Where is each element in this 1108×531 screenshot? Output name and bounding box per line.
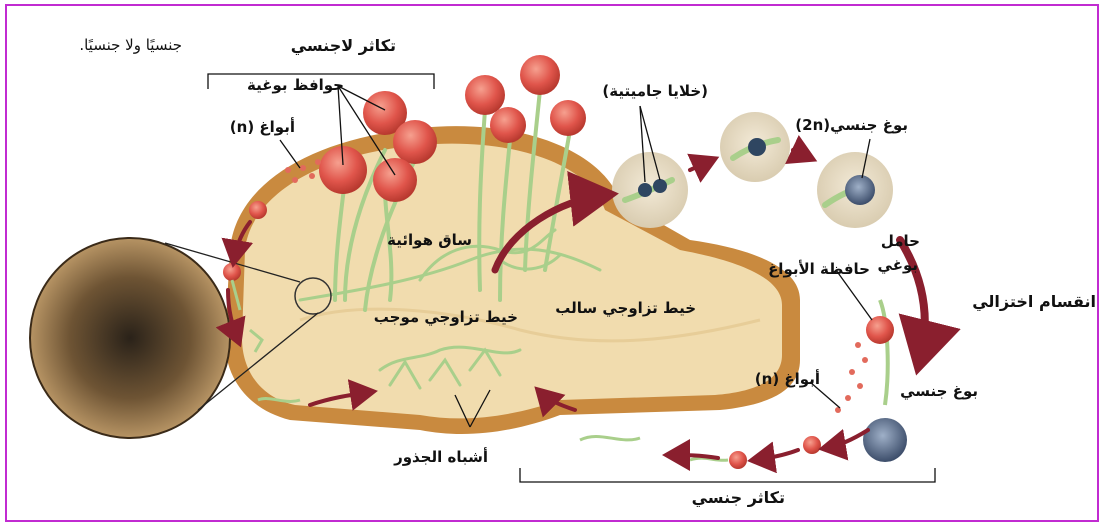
gametangia-label: (خلايا جاميتية): [602, 84, 708, 99]
rhizoids-label: أشباه الجذور: [394, 450, 488, 465]
stolon-label: ساق هوائية: [387, 233, 472, 248]
released-spores-right: [835, 342, 868, 413]
zygospore-2n-label: بوغ جنسي(2n): [795, 118, 908, 133]
top-note-text: جنسيًا ولا جنسيًا.: [79, 38, 182, 53]
germinating-zygospore: [863, 300, 907, 462]
zygospore-label: بوغ جنسي: [900, 384, 978, 399]
bread-slice: [225, 126, 800, 434]
spores-n-left-label: أبواغ (n): [230, 120, 295, 135]
sexual-bracket: [520, 468, 935, 482]
sporangium-label: حافظة الأبواغ: [768, 262, 870, 277]
spores-n-right-label: أبواغ (n): [755, 372, 820, 387]
sporangiophore-label-line2: بوغي: [878, 258, 918, 273]
sporangiophore-label-line1: حامل: [881, 234, 920, 249]
sporangia-label: حوافظ بوغية: [247, 78, 344, 93]
asexual-reproduction-label: تكاثر لاجنسي: [291, 38, 396, 54]
meiosis-label: انقسام اختزالي: [972, 294, 1096, 310]
sexual-reproduction-label: تكاثر جنسي: [692, 490, 785, 506]
plus-mating-hypha-label: خيط تزاوجي موجب: [374, 310, 518, 325]
minus-mating-hypha-label: خيط تزاوجي سالب: [555, 301, 696, 316]
